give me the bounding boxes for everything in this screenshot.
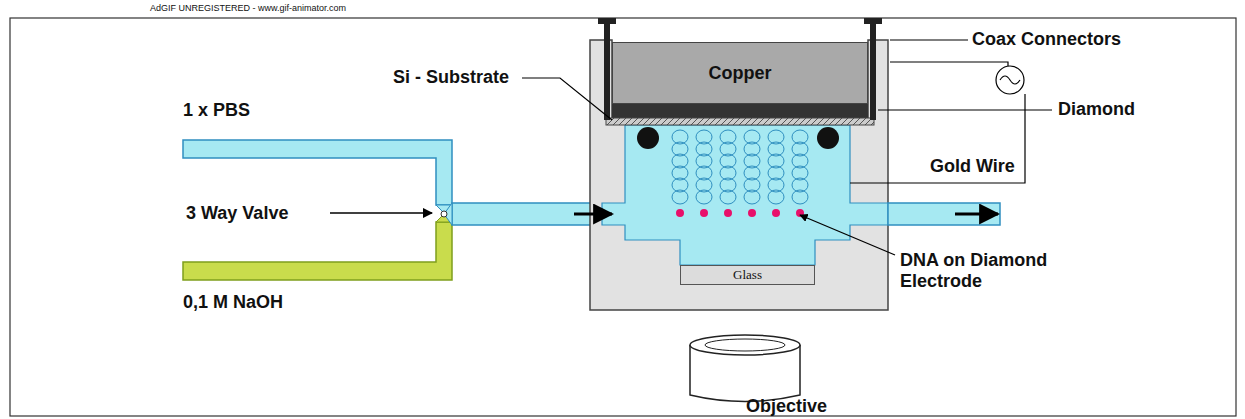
part-label: Coax Connectors	[972, 29, 1121, 50]
part-label: Si - Substrate	[393, 67, 509, 88]
inlet-label: 0,1 M NaOH	[183, 292, 283, 313]
copper-block: Copper	[612, 42, 868, 104]
valve-label: 3 Way Valve	[186, 203, 288, 224]
glass-window: Glass	[680, 265, 815, 285]
part-label: Gold Wire	[930, 156, 1015, 177]
inlet-label: 1 x PBS	[183, 100, 250, 121]
watermark: AdGIF UNREGISTERED - www.gif-animator.co…	[150, 3, 346, 14]
node-label: Glass	[733, 267, 762, 283]
part-label: DNA on Diamond Electrode	[900, 250, 1080, 292]
part-label: Diamond	[1058, 99, 1135, 120]
part-label: Objective	[746, 396, 827, 417]
node-label: Copper	[709, 63, 772, 84]
